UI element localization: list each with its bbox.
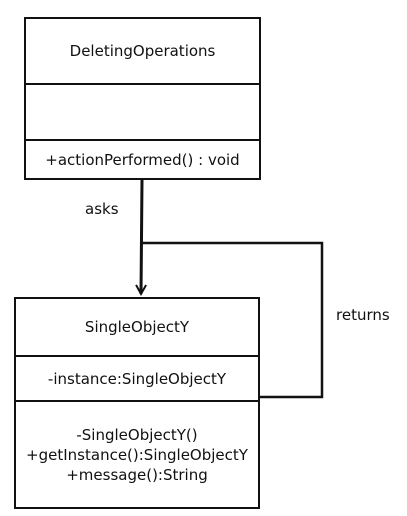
attributes-compartment	[26, 83, 259, 139]
class-name-compartment: DeletingOperations	[26, 19, 259, 83]
asks-connector	[141, 179, 142, 294]
attribute-instance: -instance:SingleObjectY	[47, 369, 227, 388]
class-deleting-operations: DeletingOperations +actionPerformed() : …	[24, 17, 261, 180]
operations-compartment: +actionPerformed() : void	[26, 139, 259, 178]
returns-label: returns	[336, 306, 390, 324]
class-single-object: SingleObjectY -instance:SingleObjectY -S…	[14, 297, 260, 509]
operation-message: +message():String	[66, 465, 208, 484]
class-name-compartment: SingleObjectY	[16, 299, 258, 355]
asks-label: asks	[85, 200, 119, 218]
operation-get-instance: +getInstance():SingleObjectY	[26, 445, 248, 464]
attributes-compartment: -instance:SingleObjectY	[16, 355, 258, 400]
operation-action-performed: +actionPerformed() : void	[45, 150, 240, 169]
operations-compartment: -SingleObjectY() +getInstance():SingleOb…	[16, 400, 258, 507]
class-name: DeletingOperations	[69, 42, 216, 60]
returns-connector	[142, 241, 324, 399]
class-name: SingleObjectY	[84, 318, 190, 336]
operation-constructor: -SingleObjectY()	[76, 425, 198, 444]
